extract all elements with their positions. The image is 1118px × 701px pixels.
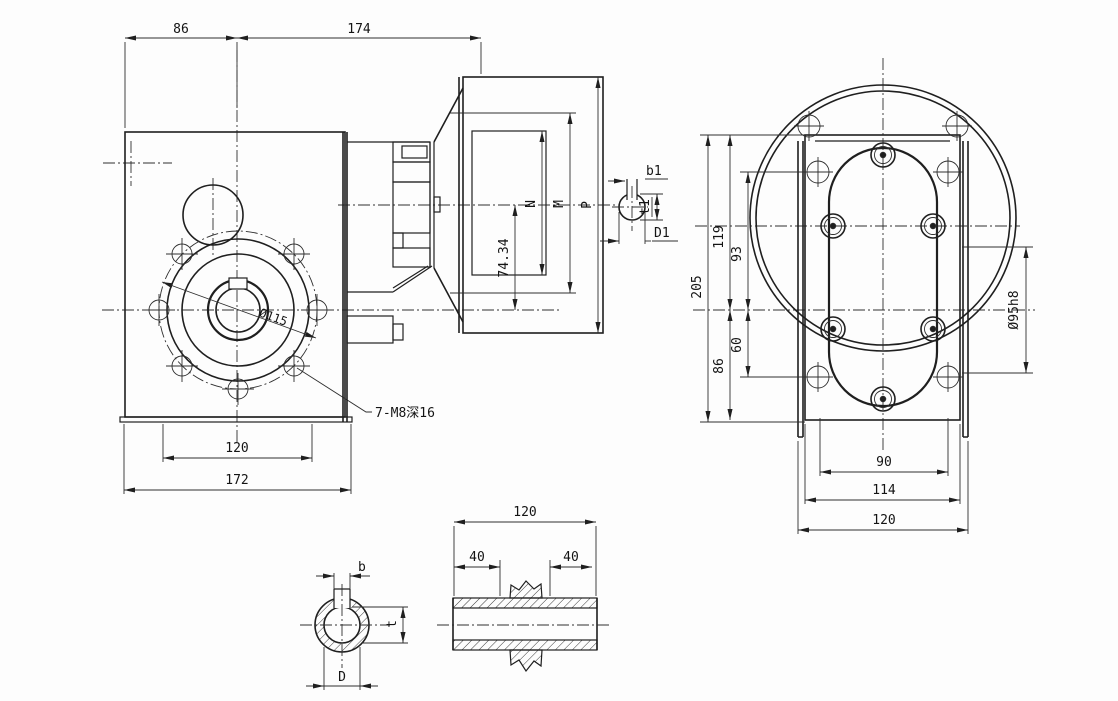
front-view: Ø115 7-M8深16 86 174 120 172 — [102, 22, 560, 494]
gearbox-body-outline — [124, 131, 346, 418]
dim-label-bore-diameter: D — [338, 670, 346, 685]
input-adapter — [346, 141, 441, 344]
dim-label-base-width: 172 — [225, 473, 248, 488]
bell-housing — [433, 87, 464, 323]
dim-label-t: t — [385, 620, 400, 628]
mounting-bolts — [820, 142, 946, 412]
tapped-holes-leader — [296, 367, 372, 413]
dim-label-flange-diameter: Ø115 — [257, 306, 289, 329]
input-keyway — [626, 179, 638, 200]
side-plate-right — [962, 141, 969, 438]
tapped-holes — [143, 238, 333, 405]
housing-circle-inner — [755, 90, 1011, 346]
dim-label-height-lower: 86 — [712, 358, 727, 374]
output-sleeve-detail: 120 40 40 — [437, 505, 612, 673]
dim-label-t1: t1 — [638, 199, 653, 215]
output-bore-detail: b t D — [300, 560, 408, 690]
dim-label-tapped-holes: 7-M8深16 — [375, 406, 435, 421]
dim-label-spigot-diameter: Ø95h8 — [1007, 290, 1022, 329]
dim-label-rear-hole-span: 90 — [876, 455, 892, 470]
body-side-wall — [342, 132, 348, 422]
dim-label-d1: D1 — [654, 226, 670, 241]
dim-label-b1: b1 — [646, 164, 662, 179]
dim-label-flange-n: N — [524, 200, 539, 208]
worm-shaft-circle — [182, 184, 244, 246]
dim-label-face-width: 114 — [872, 483, 896, 498]
dim-label-b: b — [358, 560, 366, 575]
dim-label-overall-width: 120 — [872, 513, 895, 528]
sleeve-wall-bottom — [452, 639, 598, 651]
dim-label-height-upper: 119 — [712, 225, 727, 248]
dim-label-hole-offset-lower: 60 — [730, 337, 745, 353]
output-keyway — [228, 277, 248, 290]
dim-label-offset-right: 40 — [563, 550, 579, 565]
dim-label-sleeve-length: 120 — [513, 505, 536, 520]
side-view: 74.34 N M P — [338, 76, 616, 422]
input-key-detail: b1 t1 D1 — [600, 164, 678, 244]
rear-face-outline — [804, 134, 961, 421]
dim-label-width-left: 86 — [173, 22, 189, 37]
dim-label-offset-left: 40 — [469, 550, 485, 565]
dim-label-width-right: 174 — [347, 22, 371, 37]
dim-label-center-distance: 74.34 — [497, 238, 512, 277]
dim-label-hole-span: 120 — [225, 441, 248, 456]
side-plate-left — [797, 141, 804, 438]
gearbox-base-edge — [119, 416, 353, 423]
sleeve-hub-bottom — [509, 649, 543, 673]
dim-label-hole-offset-upper: 93 — [730, 246, 745, 262]
dim-label-overall-height: 205 — [690, 275, 705, 298]
mounting-face-obround — [827, 146, 939, 408]
dim-label-flange-p: P — [580, 201, 595, 209]
dim-label-flange-m: M — [552, 200, 567, 208]
sleeve-wall-top — [452, 597, 598, 609]
rear-view: Ø95h8 205 119 86 93 60 90 114 120 — [690, 58, 1035, 534]
motor-flange-outline — [462, 76, 604, 334]
motor-flange-recess — [471, 130, 547, 276]
sleeve-hub-top — [509, 580, 543, 599]
